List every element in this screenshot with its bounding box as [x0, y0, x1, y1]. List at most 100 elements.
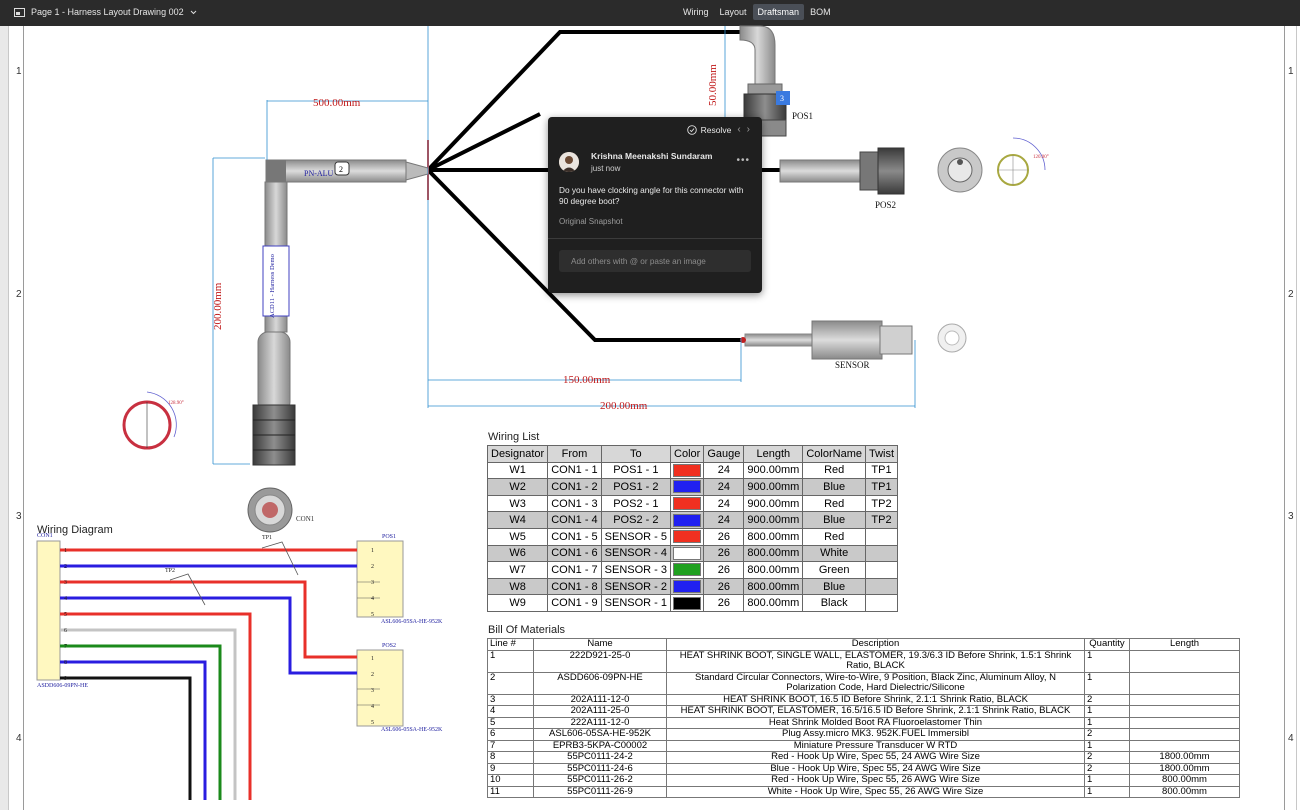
table-cell — [1129, 728, 1240, 741]
tab-layout[interactable]: Layout — [719, 7, 747, 17]
table-cell: W8 — [486, 577, 549, 596]
wd-pos1-pin-numbers: 1 2 3 4 5 — [371, 543, 374, 623]
page-selector[interactable]: Page 1 - Harness Layout Drawing 002 — [14, 7, 197, 17]
table-cell: TP1 — [864, 478, 899, 496]
pin-label: 8 — [64, 660, 67, 666]
table-cell: Red - Hook Up Wire, Spec 55, 26 AWG Wire… — [666, 774, 1085, 787]
more-options-icon[interactable]: ••• — [736, 155, 750, 166]
wire-color-swatch-cell — [670, 461, 705, 480]
table-cell — [864, 544, 899, 563]
table-cell: Blue - Hook Up Wire, Spec 55, 24 AWG Wir… — [666, 762, 1085, 775]
user-avatar-icon — [559, 152, 579, 172]
pin-label: 6 — [64, 628, 67, 634]
table-cell: SENSOR - 3 — [600, 561, 672, 579]
wd-pos2-part: ASL606-05SA-HE-952K — [381, 727, 443, 733]
wd-twist-tp1: TP1 — [262, 535, 273, 541]
wire-color-swatch — [673, 463, 702, 477]
wire-color-swatch-cell — [670, 594, 705, 612]
avatar — [559, 152, 579, 172]
tab-wiring[interactable]: Wiring — [683, 7, 709, 17]
table-cell: Plug Assy.micro MK3. 952K.FUEL Immersibl — [666, 728, 1085, 741]
column-header: Length — [1129, 638, 1240, 651]
wiring-diagram-title: Wiring Diagram — [37, 524, 113, 536]
bom-table[interactable]: Line # Name Description Quantity Length … — [487, 638, 1240, 798]
table-cell: HEAT SHRINK BOOT, ELASTOMER, 16.5/16.5 I… — [666, 705, 1085, 718]
table-cell: 800.00mm — [743, 594, 804, 612]
original-snapshot-link[interactable]: Original Snapshot — [559, 217, 623, 226]
table-cell: 2 — [1084, 762, 1130, 775]
table-cell: SENSOR - 5 — [600, 527, 672, 546]
table-cell: CON1 - 7 — [547, 561, 602, 579]
wiring-list-table[interactable]: Designator From To Color Gauge Length Co… — [486, 445, 899, 612]
table-cell: 800.00mm — [743, 544, 804, 563]
pin-label: 1 — [371, 656, 374, 662]
column-header: Color — [670, 445, 705, 463]
resolve-button[interactable]: Resolve — [686, 124, 732, 135]
column-header: ColorName — [802, 445, 866, 463]
table-cell: 2 — [1084, 728, 1130, 741]
column-header: Description — [666, 638, 1085, 651]
table-cell: 55PC0111-24-2 — [533, 751, 667, 764]
table-cell: 26 — [703, 544, 745, 563]
table-cell: 9 — [487, 762, 534, 775]
table-cell: EPRB3-5KPA-C00002 — [533, 739, 667, 752]
pin-label: 1 — [371, 548, 374, 554]
table-cell: Miniature Pressure Transducer W RTD — [666, 739, 1085, 752]
wire-color-swatch — [673, 530, 702, 544]
wd-pos2-pin-numbers: 1 2 3 4 5 — [371, 651, 374, 731]
table-cell: 800.00mm — [743, 561, 804, 579]
comment-body: Do you have clocking angle for this conn… — [559, 185, 744, 206]
pin-label: 5 — [64, 612, 67, 618]
table-cell: CON1 - 2 — [547, 478, 602, 496]
table-cell: W2 — [486, 478, 549, 496]
comment-time: just now — [591, 164, 621, 173]
table-cell: 900.00mm — [743, 511, 804, 529]
tab-bom[interactable]: BOM — [810, 7, 831, 17]
previous-comment-button[interactable]: ‹ — [737, 124, 741, 135]
table-cell — [1129, 693, 1240, 706]
pin-label: 3 — [371, 688, 374, 694]
resolve-label: Resolve — [700, 124, 732, 135]
sheet-border-left-inner — [23, 26, 24, 810]
next-comment-button[interactable]: › — [746, 124, 750, 135]
comment-popup[interactable]: Resolve ‹ › Krishna Meenakshi Sundaram j… — [548, 117, 762, 293]
table-cell: 24 — [703, 511, 745, 529]
table-cell: 10 — [487, 774, 534, 787]
comment-reply-input[interactable] — [559, 250, 751, 272]
column-header: Gauge — [703, 445, 745, 463]
wd-left-connector: CON1 — [37, 533, 53, 539]
table-cell: Red - Hook Up Wire, Spec 55, 24 AWG Wire… — [666, 751, 1085, 764]
table-cell: 900.00mm — [743, 494, 804, 513]
table-cell: 1800.00mm — [1129, 762, 1240, 775]
table-cell: Blue — [802, 478, 866, 496]
wire-color-swatch — [673, 580, 702, 594]
wire-color-swatch-cell — [670, 478, 705, 496]
table-cell: 55PC0111-26-2 — [533, 774, 667, 787]
table-cell: 5 — [487, 716, 534, 729]
tab-draftsman[interactable]: Draftsman — [752, 4, 805, 20]
table-cell: 1 — [1084, 774, 1130, 787]
table-cell — [1129, 671, 1240, 695]
wd-pos1-part: ASL606-05SA-HE-952K — [381, 619, 443, 625]
table-cell: 26 — [703, 527, 745, 546]
pin-label: 5 — [371, 720, 374, 726]
table-cell: 900.00mm — [743, 461, 804, 480]
table-cell: 26 — [703, 594, 745, 612]
pin-label: 3 — [64, 580, 67, 586]
pin-label: 2 — [371, 672, 374, 678]
table-cell: W7 — [486, 561, 549, 579]
table-cell: 800.00mm — [1129, 774, 1240, 787]
wd-left-part: ASDD606-09PN-HE — [37, 683, 88, 689]
table-cell: Black — [802, 594, 866, 612]
